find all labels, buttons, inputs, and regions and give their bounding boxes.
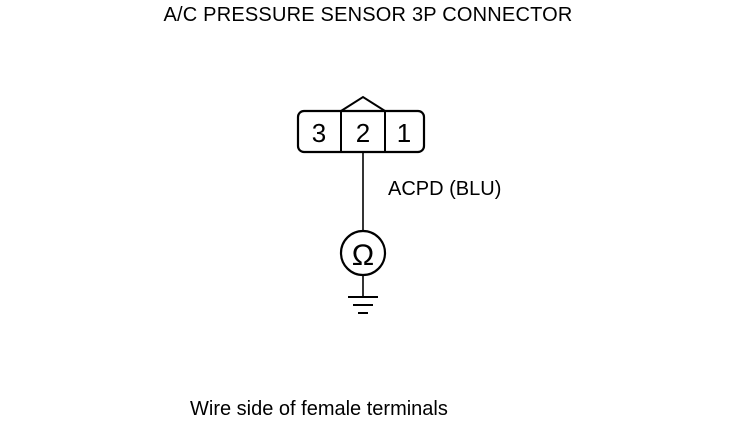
terminal-2-label: 2 <box>356 118 370 148</box>
connector-outline <box>296 109 426 154</box>
diagram-title: A/C PRESSURE SENSOR 3P CONNECTOR <box>163 4 573 26</box>
ohm-symbol-icon: Ω <box>352 239 374 272</box>
terminal-3-label: 3 <box>312 118 326 148</box>
ohmmeter: Ω <box>339 229 387 277</box>
wire-label: ACPD (BLU) <box>388 178 502 200</box>
terminal-1-label: 1 <box>397 118 411 148</box>
connector-lock-tab <box>340 95 386 112</box>
diagram-caption: Wire side of female terminals <box>190 398 448 420</box>
ground-icon <box>348 296 378 314</box>
connector-housing: 3 2 1 <box>296 95 426 154</box>
